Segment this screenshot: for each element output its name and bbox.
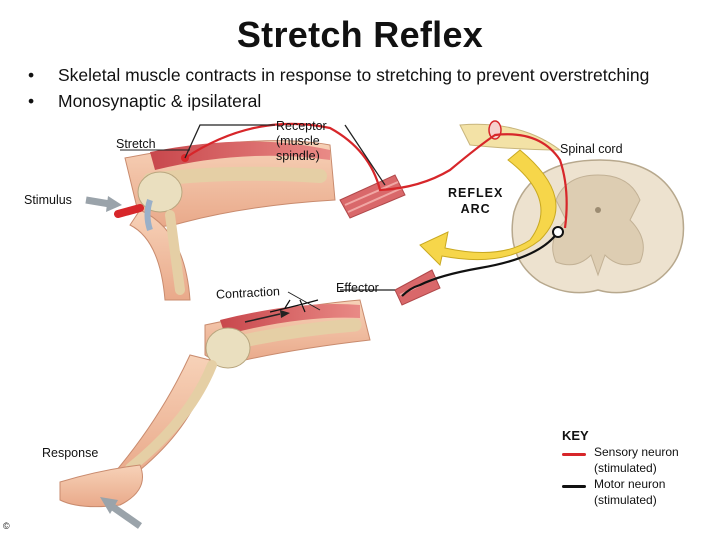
spinal-cord [459,120,685,294]
bullet-text: Monosynaptic & ipsilateral [58,91,262,111]
reflex-arc-label: REFLEX ARC [448,186,504,216]
contracted-muscle [220,304,360,335]
motor-swatch [562,485,586,488]
bullet-item: • Monosynaptic & ipsilateral [28,88,649,114]
legend-key: KEY Sensory neuron (stimulated) Motor ne… [552,420,684,510]
effector-muscle [394,269,441,306]
synapse [552,226,564,238]
bullet-text: Skeletal muscle contracts in response to… [58,65,650,85]
sensory-swatch [562,453,586,456]
knee-joint-lower [205,327,251,369]
spinal-cord-label: Spinal cord [560,142,623,156]
motor-neuron [401,231,559,297]
bullet-list: • Skeletal muscle contracts in response t… [28,62,649,114]
bullet-item: • Skeletal muscle contracts in response t… [28,62,649,88]
bullet-dot: • [28,65,35,85]
tibia-bone-lower [125,360,217,473]
legend-heading: KEY [562,428,589,443]
reflex-arc-arrow [419,149,557,266]
lower-leg-figure [59,299,371,529]
contraction-arrow [244,313,281,323]
upper-leg-figure [85,140,336,301]
stimulus-arrow [85,196,111,208]
tibia-bone [165,210,185,295]
bullet-dot: • [28,91,35,111]
page-title: Stretch Reflex [236,14,484,55]
receptor-leader [184,124,275,159]
quadriceps-muscle [150,141,330,170]
patellar-tendon [144,199,153,231]
reflex-hammer [114,204,144,218]
legend-sensory-text: Sensory neuron (stimulated) [594,445,679,475]
foot [59,464,143,508]
copyright-mark: © [3,521,10,531]
receptor-label: Receptor (muscle spindle) [276,119,327,163]
response-label: Response [42,446,99,460]
effector-label: Effector [336,281,379,295]
legend-motor-text: Motor neuron (stimulated) [594,477,666,507]
legend-item-sensory: Sensory neuron (stimulated) [562,444,679,476]
knee-joint [137,171,183,213]
response-arrow [107,502,143,529]
legend-item-motor: Motor neuron (stimulated) [562,476,665,508]
stretch-label: Stretch [116,137,156,151]
stimulus-label: Stimulus [24,193,72,207]
muscle-spindle [339,174,406,219]
sensory-neuron [184,122,568,229]
